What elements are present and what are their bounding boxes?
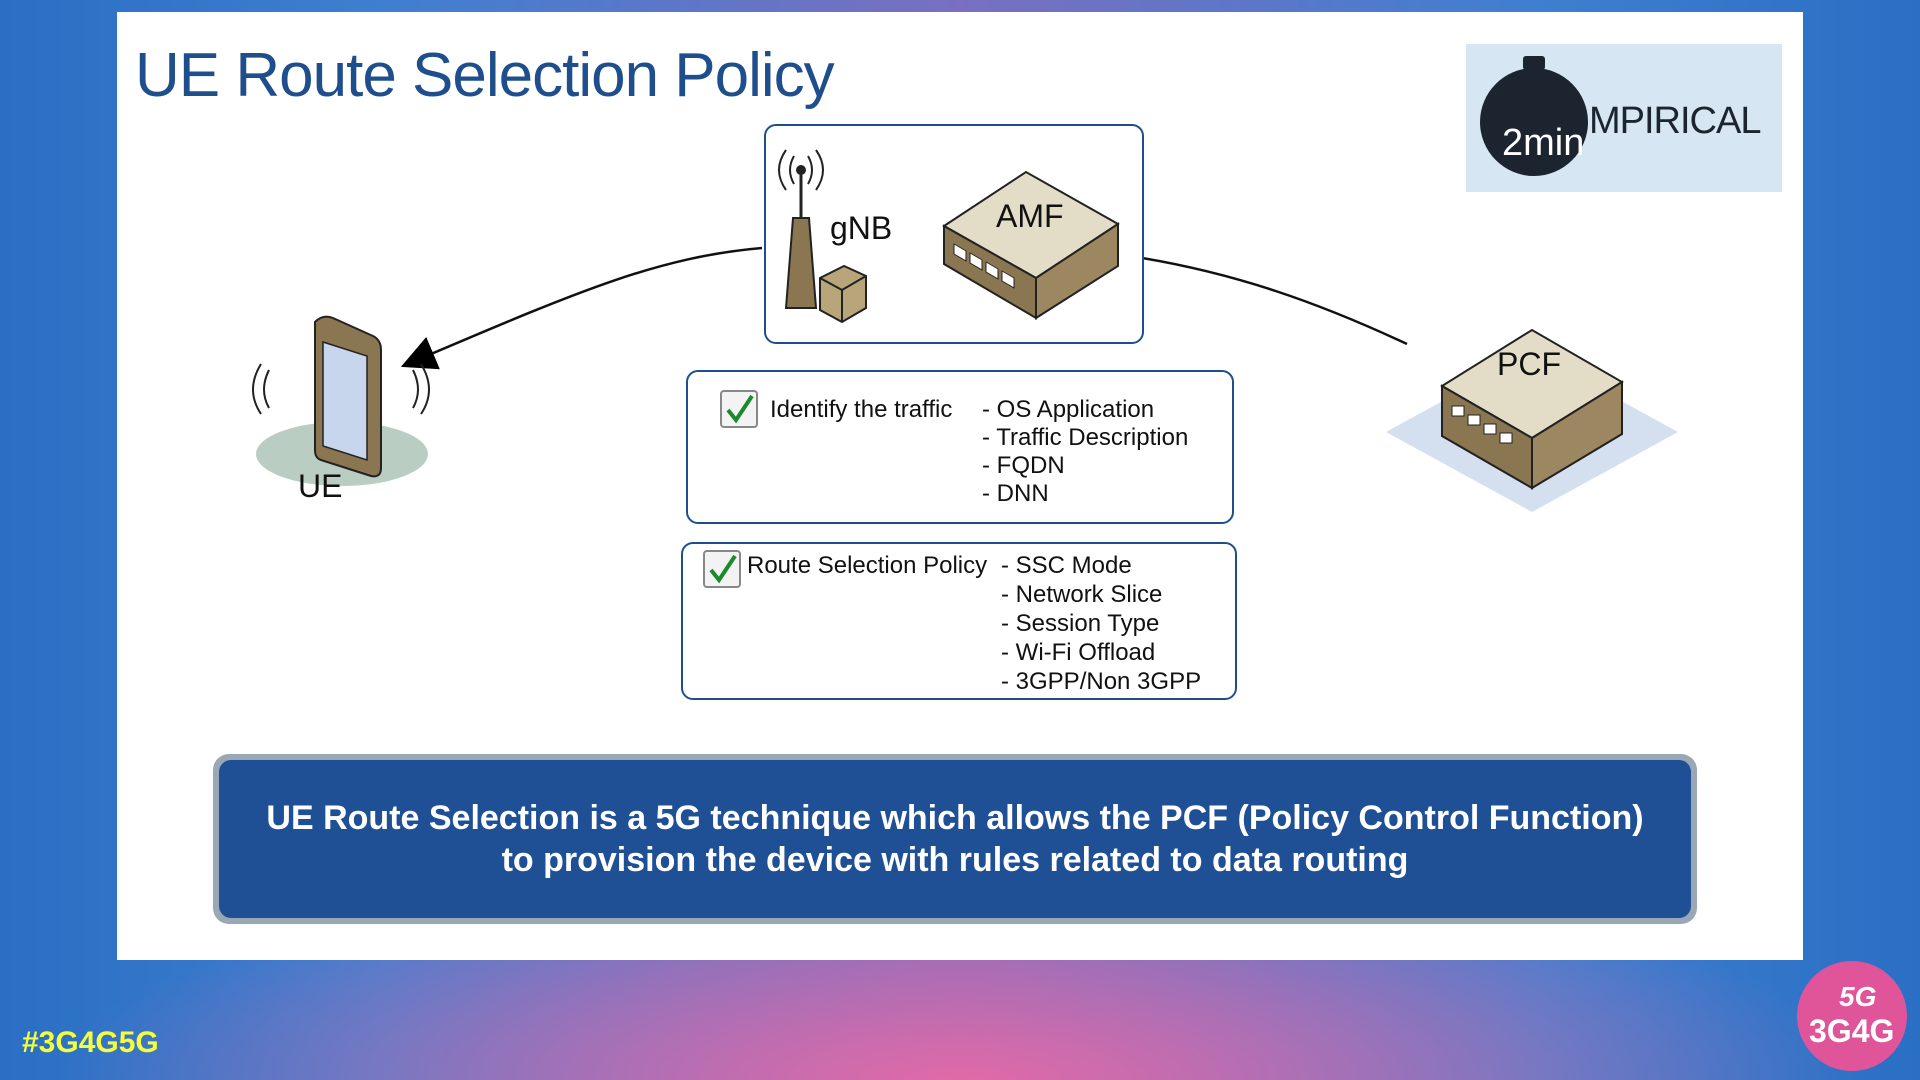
list-item: - SSC Mode <box>1001 552 1132 579</box>
gnb-amf-box: gNB AMF <box>764 124 1144 344</box>
connection-arcs <box>400 246 1408 370</box>
list-item: - FQDN <box>982 452 1065 479</box>
ue-device-icon <box>252 315 430 486</box>
banner-line-2: to provision the device with rules relat… <box>501 841 1409 879</box>
stopwatch-icon: 2min <box>1480 68 1588 176</box>
pcf-label: PCF <box>1497 346 1561 382</box>
list-item: - Network Slice <box>1001 581 1163 608</box>
hashtag: #3G4G5G <box>22 1026 159 1059</box>
banner-line-1: UE Route Selection is a 5G technique whi… <box>266 799 1644 837</box>
list-item: - DNN <box>982 480 1049 507</box>
pcf-server-icon <box>1386 328 1678 512</box>
list-item: - 3GPP/Non 3GPP <box>1001 668 1202 695</box>
amf-server-icon <box>942 170 1120 320</box>
arc-to-ue <box>400 246 763 370</box>
slide: UE Route Selection Policy 2min MPIRICAL <box>117 12 1803 960</box>
arc-from-pcf <box>1141 256 1408 346</box>
summary-banner-inner: UE Route Selection is a 5G technique whi… <box>219 760 1691 918</box>
identify-traffic-heading: Identify the traffic <box>770 396 953 423</box>
badge-3g4g: 3G4G <box>1809 1013 1895 1049</box>
checkmark-icon <box>703 550 741 588</box>
gnb-tower-icon <box>778 149 867 324</box>
list-item: - OS Application <box>982 396 1155 423</box>
gnb-amf-art <box>778 149 1120 324</box>
stopwatch-knob-icon <box>1523 56 1545 70</box>
page-title: UE Route Selection Policy <box>135 41 835 110</box>
mpirical-logo: 2min MPIRICAL <box>1466 44 1782 192</box>
summary-banner: UE Route Selection is a 5G technique whi… <box>213 754 1697 924</box>
3g4g-badge-logo: 5G 3G4G <box>1797 961 1907 1071</box>
ue-label: UE <box>298 468 343 504</box>
list-item: - Traffic Description <box>982 424 1189 451</box>
gnb-label: gNB <box>830 210 893 246</box>
route-selection-heading: Route Selection Policy <box>747 552 988 579</box>
list-item: - Session Type <box>1001 610 1160 637</box>
logo-prefix: 2min <box>1502 122 1585 164</box>
identify-traffic-box: Identify the traffic - OS Application - … <box>686 370 1234 524</box>
route-selection-box: Route Selection Policy - SSC Mode - Netw… <box>681 542 1237 700</box>
badge-5g: 5G <box>1839 981 1877 1012</box>
amf-label: AMF <box>996 198 1064 234</box>
list-item: - Wi-Fi Offload <box>1001 639 1156 666</box>
checkmark-icon <box>720 390 758 428</box>
logo-name: MPIRICAL <box>1589 100 1761 142</box>
